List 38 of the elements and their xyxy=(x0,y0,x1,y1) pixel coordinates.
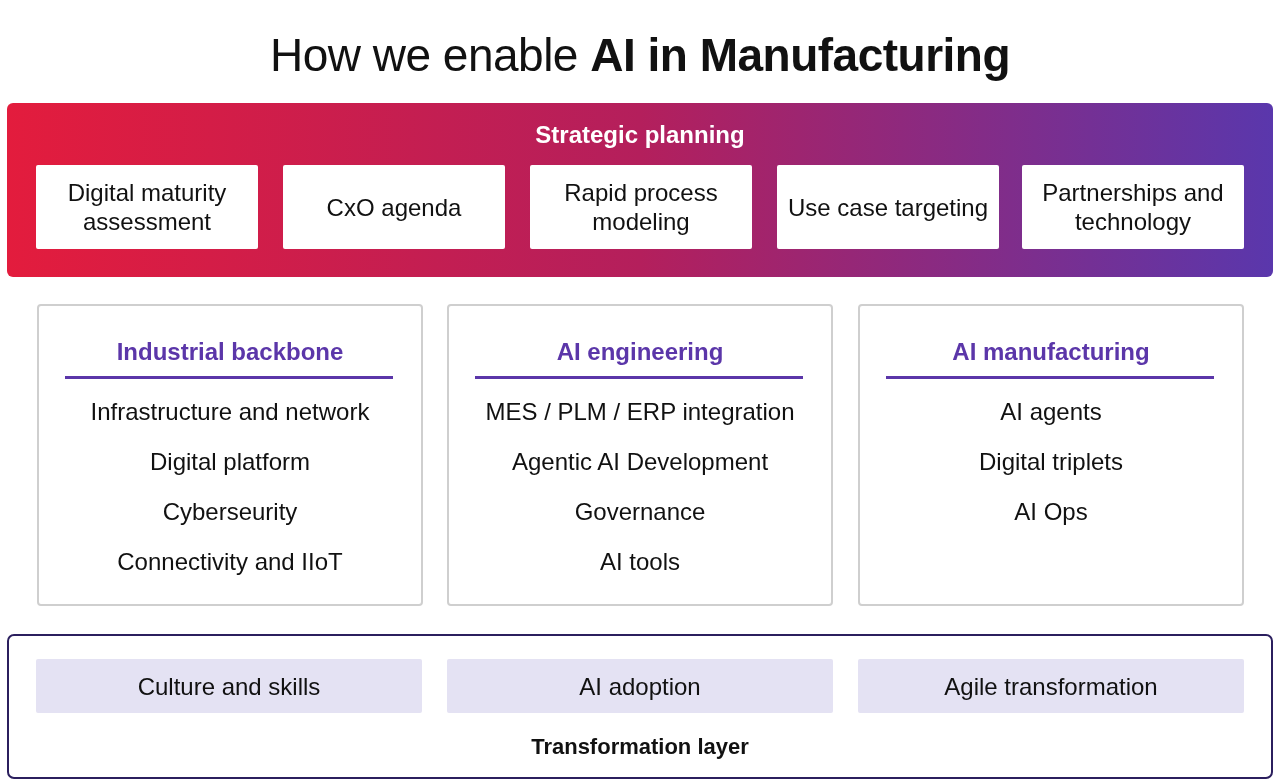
enabler-tile xyxy=(36,659,422,713)
service-box xyxy=(1022,165,1244,249)
service-box xyxy=(530,165,752,249)
box-label: CxO agenda xyxy=(326,192,462,222)
list-item: MES / PLM / ERP integration xyxy=(484,398,796,426)
list-item: AI agents xyxy=(999,398,1103,426)
capability-card xyxy=(858,304,1244,606)
capability-card xyxy=(37,304,423,606)
capability-card xyxy=(447,304,833,606)
frame-heading: Transformation layer xyxy=(530,734,750,760)
enabler-tile xyxy=(447,659,833,713)
page-title: How we enable AI in Manufacturing xyxy=(268,28,1012,82)
box-label: AI adoption xyxy=(579,671,701,701)
band-heading: Strategic planning xyxy=(534,121,746,149)
list-item: Governance xyxy=(573,498,707,526)
list-item: Connectivity and IIoT xyxy=(116,548,344,576)
card-heading: AI engineering xyxy=(555,338,725,366)
service-box xyxy=(36,165,258,249)
layer-frame xyxy=(7,634,1273,779)
list-item: Agentic AI Development xyxy=(510,448,770,476)
list-item: Infrastructure and network xyxy=(89,398,371,426)
service-box xyxy=(283,165,505,249)
card-heading: AI manufacturing xyxy=(951,338,1151,366)
list-item: Digital platform xyxy=(148,448,312,476)
box-label: Partnerships and technology xyxy=(1041,178,1225,236)
box-label: Rapid process modeling xyxy=(563,178,719,236)
list-item: Cyberseurity xyxy=(161,498,299,526)
card-heading: Industrial backbone xyxy=(115,338,345,366)
list-item: AI Ops xyxy=(1013,498,1089,526)
box-label: Use case targeting xyxy=(787,192,989,222)
box-label: Digital maturity assessment xyxy=(66,178,228,236)
planning-band xyxy=(7,103,1273,277)
list-item: AI tools xyxy=(598,548,681,576)
box-label: Culture and skills xyxy=(137,671,321,701)
list-item: Digital triplets xyxy=(977,448,1124,476)
box-label: Agile transformation xyxy=(944,671,1158,701)
service-box xyxy=(777,165,999,249)
enabler-tile xyxy=(858,659,1244,713)
